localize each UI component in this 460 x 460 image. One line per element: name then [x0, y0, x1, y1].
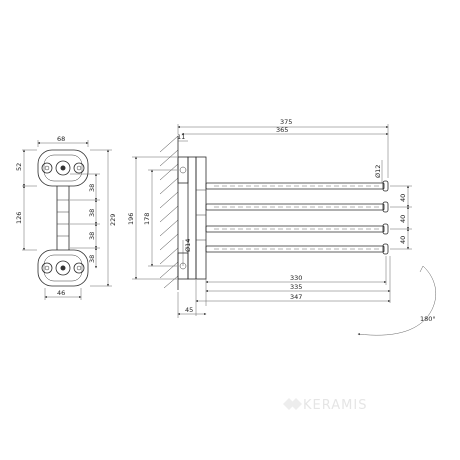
dim-rod-gap-1: 40 [399, 194, 407, 202]
rod-3 [205, 223, 389, 235]
dim-total-length: 375 [280, 118, 292, 126]
dim-height-total: 229 [109, 214, 117, 226]
dim-spacing-3: 38 [88, 232, 96, 240]
side-view: 375 365 11 196 178 Ø14 Ø12 40 40 40 [127, 118, 436, 336]
dim-rotation: 180° [420, 315, 436, 323]
wall-plate-top [177, 156, 189, 184]
dim-height-178: 178 [143, 213, 151, 225]
watermark-text: KERAMIS [303, 398, 367, 413]
rotation-arc [357, 265, 436, 336]
dim-width-top: 68 [57, 135, 65, 143]
watermark-logo-icon [283, 398, 302, 410]
dim-rod-gap-2: 40 [399, 215, 407, 223]
front-view: 68 52 126 229 38 38 38 38 46 [15, 135, 117, 300]
dim-height-inner: 126 [15, 212, 23, 224]
dim-rod-gap-3: 40 [399, 236, 407, 244]
dim-plate-thickness: 11 [177, 133, 185, 141]
dim-offset-top: 52 [15, 163, 23, 171]
dim-rod-length-335: 335 [290, 283, 302, 291]
top-mount [37, 149, 89, 187]
pivot-column [187, 156, 207, 280]
dim-rod-length-347: 347 [290, 293, 302, 301]
dim-length-365: 365 [276, 126, 288, 134]
dim-spacing-2: 38 [88, 209, 96, 217]
dim-spacing-4: 38 [88, 255, 96, 263]
vertical-stem [56, 186, 70, 250]
rod-4 [205, 243, 389, 255]
dim-width-bottom: 46 [57, 289, 65, 297]
dim-rod-diameter: Ø12 [374, 165, 382, 178]
wall-hatch [159, 135, 179, 290]
dim-spacing-1: 38 [88, 184, 96, 192]
rod-1 [205, 180, 389, 192]
dim-height-196: 196 [127, 213, 135, 225]
dim-pin-diameter: Ø14 [184, 239, 192, 252]
dim-wall-offset: 45 [185, 306, 193, 314]
dim-rod-length-330: 330 [290, 274, 302, 282]
watermark: KERAMIS [283, 398, 367, 413]
rod-2 [205, 201, 389, 213]
bottom-mount [37, 249, 89, 287]
